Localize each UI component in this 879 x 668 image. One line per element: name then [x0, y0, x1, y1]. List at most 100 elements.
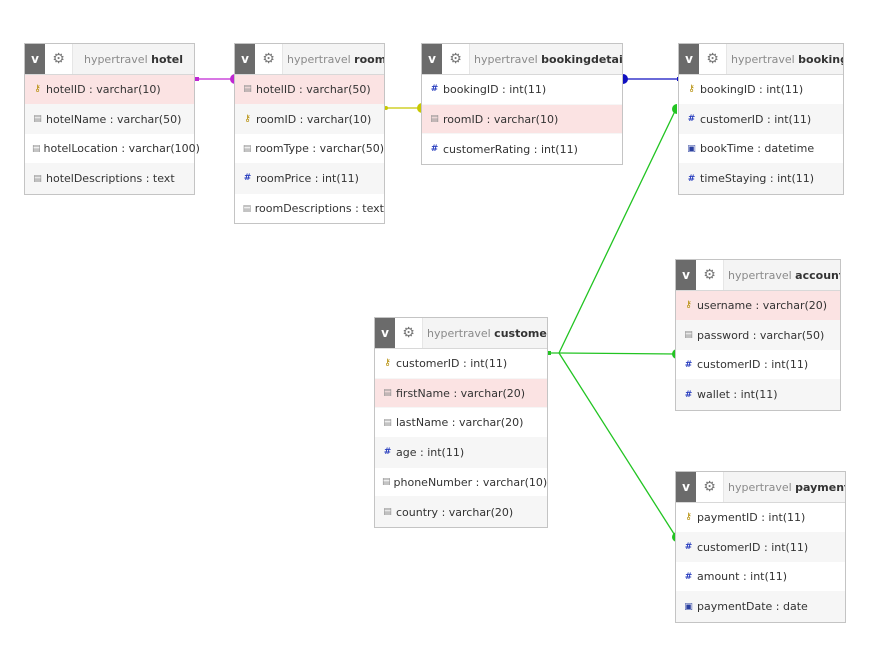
table-header[interactable]: v⚙hypertravel hotel	[25, 44, 194, 75]
field-label: firstName : varchar(20)	[396, 386, 526, 400]
table-header[interactable]: v⚙hypertravel bookingdetails	[422, 44, 622, 75]
field-row[interactable]: #age : int(11)	[375, 438, 547, 468]
number-icon: #	[383, 447, 392, 458]
field-row[interactable]: #amount : int(11)	[676, 562, 845, 593]
field-row[interactable]: ⚷ paymentID : int(11)	[676, 503, 845, 533]
table-bookingdetails[interactable]: v⚙hypertravel bookingdetails#bookingID :…	[421, 43, 623, 166]
database-name: hypertravel	[474, 52, 538, 66]
field-row[interactable]: ▣paymentDate : date	[676, 592, 845, 622]
gear-icon[interactable]: ⚙	[255, 44, 283, 74]
table-booking[interactable]: v⚙hypertravel booking⚷bookingID : int(11…	[678, 43, 844, 195]
field-row[interactable]: #wallet : int(11)	[676, 380, 840, 410]
gear-icon[interactable]: ⚙	[696, 260, 724, 290]
field-label: password : varchar(50)	[697, 328, 825, 342]
table-name: payment	[795, 480, 845, 494]
collapse-button[interactable]: v	[25, 44, 45, 74]
field-row[interactable]: ▤hotelName : varchar(50)	[25, 104, 194, 135]
collapse-button[interactable]: v	[422, 44, 442, 74]
number-icon: #	[430, 84, 439, 95]
field-label: customerID : int(11)	[700, 112, 812, 126]
table-header[interactable]: v⚙hypertravel payment	[676, 472, 845, 503]
gear-icon[interactable]: ⚙	[45, 44, 73, 74]
field-label: timeStaying : int(11)	[700, 172, 815, 186]
database-name: hypertravel	[83, 52, 148, 66]
link-bookingdetails-booking[interactable]	[623, 74, 681, 84]
field-row[interactable]: #customerID : int(11)	[676, 532, 845, 563]
link-room-bookingdetails[interactable]	[384, 103, 422, 113]
field-row[interactable]: ▤roomDescriptions : text	[235, 194, 384, 224]
string-icon: ▤	[33, 114, 42, 125]
field-label: paymentID : int(11)	[697, 510, 806, 524]
field-label: customerID : int(11)	[697, 358, 809, 372]
table-payment[interactable]: v⚙hypertravel payment ⚷ paymentID : int(11…	[675, 471, 846, 623]
key-icon: ⚷	[685, 512, 692, 523]
table-header[interactable]: v⚙hypertravel room	[235, 44, 384, 75]
table-account[interactable]: v⚙hypertravel account⚷username : varchar…	[675, 259, 841, 411]
collapse-button[interactable]: v	[676, 472, 696, 502]
key-icon: ⚷	[34, 84, 41, 95]
table-room[interactable]: v⚙hypertravel room▤hotelID : varchar(50)…	[234, 43, 385, 225]
database-name: hypertravel	[287, 52, 351, 66]
link-customer-others[interactable]	[547, 104, 677, 542]
collapse-button[interactable]: v	[676, 260, 696, 290]
field-row[interactable]: #customerRating : int(11)	[422, 134, 622, 164]
field-label: roomID : varchar(10)	[443, 112, 559, 126]
string-icon: ▤	[383, 388, 392, 399]
database-name: hypertravel	[728, 268, 792, 282]
link-hotel-room[interactable]	[195, 74, 235, 84]
table-hotel[interactable]: v⚙hypertravel hotel⚷hotelID : varchar(10…	[24, 43, 200, 195]
field-row[interactable]: ▤ firstName : varchar(20)	[375, 378, 547, 409]
table-header[interactable]: v⚙hypertravel customer	[375, 318, 547, 349]
field-row[interactable]: ▣bookTime : datetime	[679, 134, 843, 165]
field-row[interactable]: ▤hotelLocation : varchar(100)	[25, 134, 200, 165]
field-label: customerID : int(11)	[396, 356, 508, 370]
field-row[interactable]: ▤country : varchar(20)	[375, 497, 547, 528]
field-row[interactable]: #bookingID : int(11)	[422, 75, 622, 105]
table-title: hypertravel hotel	[73, 53, 194, 66]
field-row[interactable]: #timeStaying : int(11)	[679, 164, 843, 194]
collapse-button[interactable]: v	[679, 44, 699, 74]
field-label: roomID : varchar(10)	[256, 112, 372, 126]
key-icon: ⚷	[688, 84, 695, 95]
table-name: booking	[798, 52, 843, 66]
string-icon: ▤	[382, 477, 391, 488]
string-icon: ▤	[242, 143, 252, 154]
field-row[interactable]: ▤roomType : varchar(50)	[235, 134, 384, 165]
field-row[interactable]: ▤roomID : varchar(10)	[422, 104, 622, 135]
field-row[interactable]: ▤phoneNumber : varchar(10)	[375, 468, 547, 498]
collapse-button[interactable]: v	[375, 318, 395, 348]
field-row[interactable]: ⚷hotelID : varchar(10)	[25, 75, 194, 105]
field-row[interactable]: ▤hotelID : varchar(50)	[235, 75, 384, 105]
gear-icon[interactable]: ⚙	[395, 318, 423, 348]
field-label: phoneNumber : varchar(10)	[393, 475, 548, 489]
field-row[interactable]: #roomPrice : int(11)	[235, 164, 384, 194]
field-row[interactable]: ⚷customerID : int(11)	[375, 349, 547, 379]
string-icon: ▤	[242, 203, 252, 214]
table-name: hotel	[151, 52, 184, 66]
table-header[interactable]: v⚙hypertravel booking	[679, 44, 843, 75]
collapse-button[interactable]: v	[235, 44, 255, 74]
field-label: hotelDescriptions : text	[46, 172, 175, 186]
table-title: hypertravel room	[283, 53, 384, 66]
table-title: hypertravel account	[724, 269, 840, 282]
field-label: country : varchar(20)	[396, 505, 514, 519]
field-row[interactable]: #customerID : int(11)	[676, 350, 840, 381]
field-row[interactable]: ⚷username : varchar(20)	[676, 291, 840, 321]
gear-icon[interactable]: ⚙	[699, 44, 727, 74]
string-icon: ▤	[684, 330, 693, 341]
field-row[interactable]: ▤hotelDescriptions : text	[25, 164, 194, 194]
field-row[interactable]: ▤lastName : varchar(20)	[375, 408, 547, 439]
gear-icon[interactable]: ⚙	[696, 472, 724, 502]
field-row[interactable]: ⚷bookingID : int(11)	[679, 75, 843, 105]
table-name: room	[354, 52, 384, 66]
field-label: wallet : int(11)	[697, 388, 778, 402]
date-icon: ▣	[684, 601, 693, 612]
table-header[interactable]: v⚙hypertravel account	[676, 260, 840, 291]
field-row[interactable]: ▤ password : varchar(50)	[676, 320, 840, 351]
field-row[interactable]: ⚷roomID : varchar(10)	[235, 104, 384, 135]
field-row[interactable]: #customerID : int(11)	[679, 104, 843, 135]
number-icon: #	[243, 173, 252, 184]
gear-icon[interactable]: ⚙	[442, 44, 470, 74]
table-customer[interactable]: v⚙hypertravel customer⚷customerID : int(…	[374, 317, 548, 529]
field-label: amount : int(11)	[697, 570, 788, 584]
